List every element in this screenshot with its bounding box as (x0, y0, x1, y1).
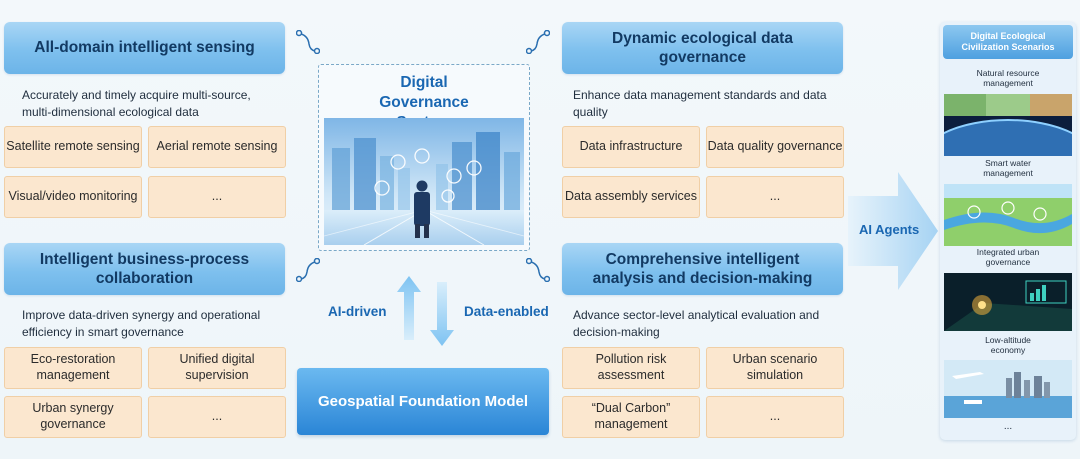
urban-governance-image (944, 273, 1072, 331)
ai-agents-arrow-icon (848, 172, 938, 290)
scenarios-more: ... (1003, 421, 1013, 432)
connector-top-right-icon (526, 30, 550, 54)
sensing-description: Accurately and timely acquire multi-sour… (22, 88, 251, 119)
low-altitude-image (944, 360, 1072, 418)
chip-unified-supervision: Unified digital supervision (148, 347, 286, 389)
data-enabled-label: Data-enabled (464, 304, 549, 319)
chip-data-assembly: Data assembly services (562, 176, 700, 218)
chip-aerial-remote-sensing: Aerial remote sensing (148, 126, 286, 168)
geospatial-foundation-model: Geospatial Foundation Model (297, 368, 549, 435)
scenario-label-low-altitude: Low-altitude economy (985, 335, 1031, 356)
smart-water-image (944, 184, 1072, 246)
up-arrow-icon (397, 276, 421, 340)
chip-more-collaboration: ... (148, 396, 286, 438)
scenario-label-smart-water: Smart water management (983, 158, 1033, 179)
chip-urban-simulation: Urban scenario simulation (706, 347, 844, 389)
chip-video-monitoring: Visual/video monitoring (4, 176, 142, 218)
chip-urban-synergy: Urban synergy governance (4, 396, 142, 438)
chip-satellite-remote-sensing: Satellite remote sensing (4, 126, 142, 168)
data-governance-description: Enhance data management standards and da… (573, 88, 827, 119)
analysis-title: Comprehensive intelligent analysis and d… (562, 243, 843, 295)
city-illustration (324, 118, 524, 245)
chip-pollution-risk: Pollution risk assessment (562, 347, 700, 389)
chip-data-infrastructure: Data infrastructure (562, 126, 700, 168)
connector-bottom-right-icon (526, 258, 550, 282)
connector-bottom-left-icon (296, 258, 320, 282)
chip-data-quality: Data quality governance (706, 126, 844, 168)
ai-driven-label: AI-driven (328, 304, 387, 319)
connector-top-left-icon (296, 30, 320, 54)
scenarios-title: Digital Ecological Civilization Scenario… (943, 25, 1073, 59)
natural-resource-image (944, 94, 1072, 156)
chip-dual-carbon: “Dual Carbon” management (562, 396, 700, 438)
collaboration-description: Improve data-driven synergy and operatio… (22, 308, 261, 339)
scenario-label-urban-governance: Integrated urban governance (976, 247, 1040, 268)
ai-agents-label: AI Agents (859, 222, 920, 237)
data-governance-title: Dynamic ecological data governance (562, 22, 843, 74)
down-arrow-icon (430, 282, 454, 346)
analysis-description: Advance sector-level analytical evaluati… (573, 308, 820, 339)
collaboration-title: Intelligent business-process collaborati… (4, 243, 285, 295)
sensing-title: All-domain intelligent sensing (4, 22, 285, 74)
chip-more-sensing: ... (148, 176, 286, 218)
scenario-label-natural-resource: Natural resource management (976, 68, 1040, 89)
chip-more-analysis: ... (706, 396, 844, 438)
chip-more-data: ... (706, 176, 844, 218)
chip-eco-restoration: Eco-restoration management (4, 347, 142, 389)
